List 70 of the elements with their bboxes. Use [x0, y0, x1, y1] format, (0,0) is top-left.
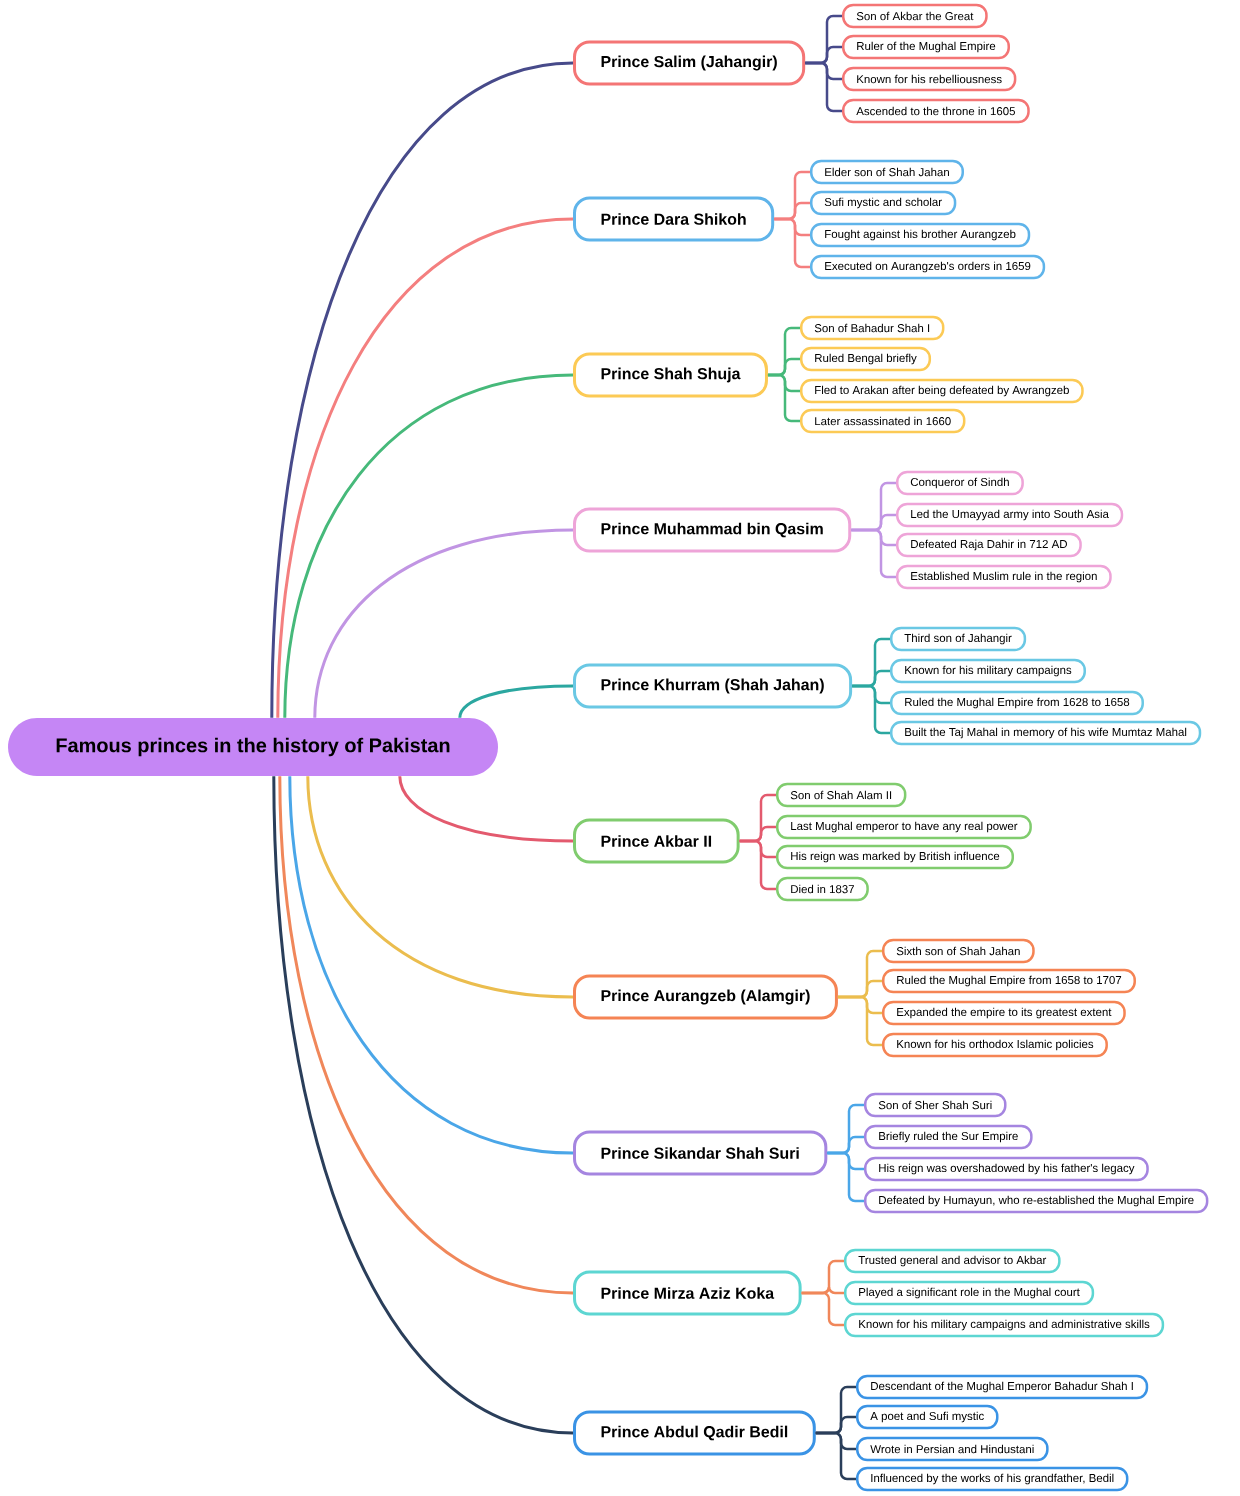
subtopic-box: Son of Akbar the Great [842, 3, 988, 29]
subtopic-box: Played a significant role in the Mughal court [844, 1280, 1095, 1306]
subtopic-box: Conqueror of Sindh [896, 470, 1024, 496]
connector [815, 1431, 856, 1481]
connector [278, 776, 574, 1295]
connector [767, 373, 800, 423]
subtopic-box: Trusted general and advisor to Akbar [844, 1248, 1061, 1274]
subtopic-box: Executed on Aurangzeb's orders in 1659 [810, 254, 1046, 280]
connector [805, 61, 842, 113]
subtopic-box: Last Mughal emperor to have any real power [776, 814, 1032, 840]
topic-box: Prince Sikandar Shah Suri [573, 1130, 828, 1176]
connector [313, 528, 574, 718]
connector [801, 1291, 844, 1327]
topic-box: Prince Mirza Aziz Koka [573, 1270, 802, 1316]
connector [272, 776, 574, 1435]
topic-box: Prince Aurangzeb (Alamgir) [573, 974, 838, 1020]
connector [837, 995, 882, 1047]
subtopic-box: Led the Umayyad army into South Asia [896, 502, 1124, 528]
subtopic-box: Known for his military campaigns [890, 658, 1086, 684]
subtopic-box: Defeated Raja Dahir in 712 AD [896, 532, 1082, 558]
connector [270, 61, 574, 718]
subtopic-box: Elder son of Shah Jahan [810, 159, 964, 185]
subtopic-box: Influenced by the works of his grandfather, Bedil [856, 1466, 1129, 1492]
connector [306, 776, 574, 999]
subtopic-box: Fought against his brother Aurangzeb [810, 222, 1031, 248]
subtopic-box: A poet and Sufi mystic [856, 1404, 999, 1430]
subtopic-box: Ruler of the Mughal Empire [842, 34, 1010, 60]
connector [851, 528, 896, 579]
subtopic-box: His reign was overshadowed by his father's legacy [864, 1156, 1149, 1182]
connector [852, 684, 890, 735]
subtopic-box: Son of Shah Alam II [776, 782, 907, 808]
subtopic-box: Sixth son of Shah Jahan [882, 938, 1035, 964]
subtopic-box: Son of Sher Shah Suri [864, 1092, 1007, 1118]
topic-box: Prince Dara Shikoh [573, 196, 775, 242]
topic-box: Prince Shah Shuja [573, 352, 768, 398]
connector [288, 776, 574, 1155]
subtopic-box: Fled to Arakan after being defeated by Awrangzeb [800, 378, 1084, 404]
subtopic-box: Sufi mystic and scholar [810, 190, 957, 216]
subtopic-box: Expanded the empire to its greatest extent [882, 1000, 1126, 1026]
subtopic-box: Known for his orthodox Islamic policies [882, 1032, 1108, 1058]
topic-box: Prince Abdul Qadir Bedil [573, 1410, 816, 1456]
subtopic-box: Ruled the Mughal Empire from 1658 to 1707 [882, 968, 1136, 994]
subtopic-box: Son of Bahadur Shah I [800, 315, 945, 341]
subtopic-box: Known for his rebelliousness [842, 66, 1017, 92]
subtopic-box: Built the Taj Mahal in memory of his wife Mumtaz Mahal [890, 720, 1202, 746]
topic-box: Prince Akbar II [573, 818, 740, 864]
subtopic-box: Established Muslim rule in the region [896, 564, 1112, 590]
topic-box: Prince Salim (Jahangir) [573, 40, 806, 86]
connector [276, 217, 574, 718]
connector [458, 684, 574, 719]
connector [827, 1151, 864, 1203]
topic-box: Prince Khurram (Shah Jahan) [573, 663, 853, 709]
subtopic-box: Died in 1837 [776, 876, 869, 902]
subtopic-box: Ruled the Mughal Empire from 1628 to 1658 [890, 690, 1144, 716]
subtopic-box: Ruled Bengal briefly [800, 346, 932, 372]
connector [739, 839, 776, 891]
connector [283, 373, 574, 718]
subtopic-box: Known for his military campaigns and administrative skills [844, 1312, 1165, 1338]
connector [774, 217, 810, 269]
subtopic-box: His reign was marked by British influence [776, 844, 1014, 870]
subtopic-box: Descendant of the Mughal Emperor Bahadur Shah I [856, 1374, 1149, 1400]
subtopic-box: Third son of Jahangir [890, 626, 1027, 652]
central-topic: Famous princes in the history of Pakistan [8, 718, 498, 776]
connector [398, 776, 574, 843]
subtopic-box: Wrote in Persian and Hindustani [856, 1436, 1049, 1462]
topic-box: Prince Muhammad bin Qasim [573, 507, 852, 553]
subtopic-box: Defeated by Humayun, who re-established the Mughal Empire [864, 1188, 1209, 1214]
subtopic-box: Later assassinated in 1660 [800, 408, 966, 434]
subtopic-box: Briefly ruled the Sur Empire [864, 1124, 1033, 1150]
subtopic-box: Ascended to the throne in 1605 [842, 98, 1030, 124]
